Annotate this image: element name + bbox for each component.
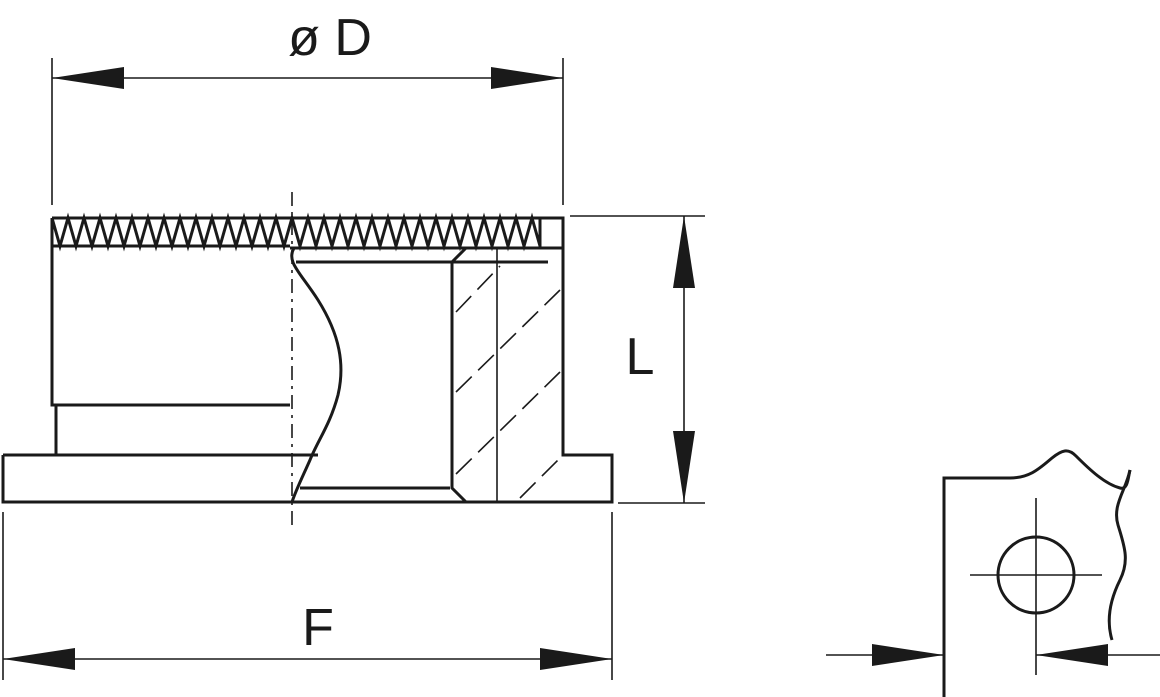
body-outline-left bbox=[50, 218, 290, 407]
arrowhead-f-right bbox=[540, 648, 612, 670]
section-hatch-3 bbox=[455, 371, 561, 475]
bore-right-wall bbox=[450, 246, 468, 504]
thread-root-line bbox=[52, 244, 563, 250]
bore-break-line bbox=[290, 247, 343, 503]
arrowhead-d-right bbox=[491, 67, 563, 89]
dimension-diameter: ø D bbox=[51, 9, 564, 205]
arrowhead-thickness-right bbox=[1036, 644, 1108, 666]
panel-hole-detail bbox=[826, 449, 1160, 697]
section-hatch-1 bbox=[455, 265, 501, 313]
thread-end-block bbox=[538, 216, 565, 250]
panel-break-edge bbox=[1107, 469, 1132, 641]
arrowhead-f-left bbox=[3, 648, 75, 670]
dimension-length: L bbox=[570, 215, 705, 504]
flange-outline bbox=[1, 410, 614, 504]
flange-label: F bbox=[302, 599, 334, 657]
section-hatch-4 bbox=[519, 457, 561, 499]
arrowhead-l-top bbox=[673, 216, 695, 288]
length-label: L bbox=[626, 328, 655, 386]
arrowhead-l-bottom bbox=[673, 431, 695, 503]
dimension-flange: F bbox=[2, 512, 613, 680]
thread-teeth bbox=[50, 212, 542, 252]
arrowhead-thickness-left bbox=[872, 644, 944, 666]
insert-side-view bbox=[1, 192, 614, 528]
section-hatch-2 bbox=[455, 289, 561, 393]
arrowhead-d-left bbox=[52, 67, 124, 89]
diameter-label: ø D bbox=[288, 9, 372, 67]
